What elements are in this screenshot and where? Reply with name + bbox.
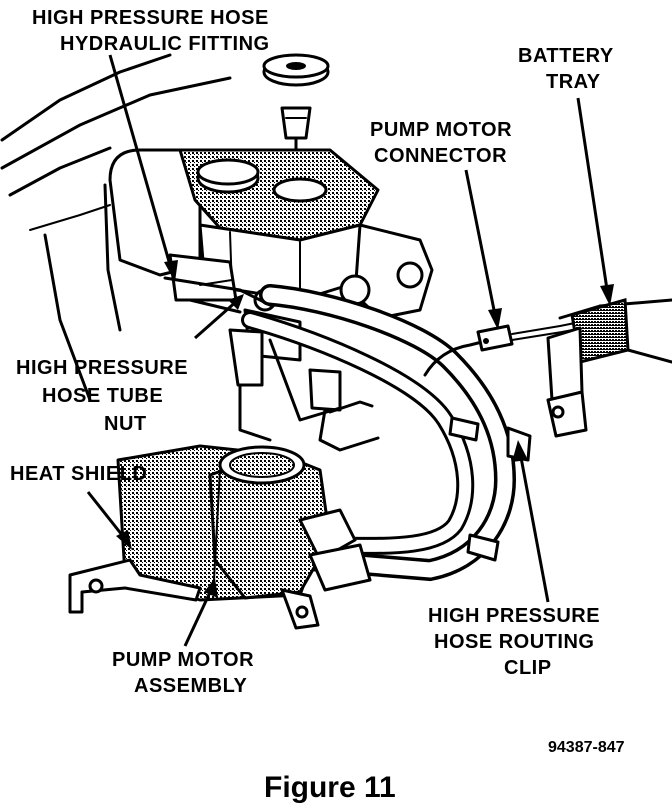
label-hydraulic-fitting-2: HYDRAULIC FITTING — [60, 33, 270, 55]
brake-lines — [163, 276, 272, 314]
label-routing-clip-1: HIGH PRESSURE — [428, 605, 600, 627]
label-tube-nut-1: HIGH PRESSURE — [16, 357, 188, 379]
pump-motor-assembly — [116, 444, 372, 602]
fender-outline — [0, 53, 232, 402]
label-pump-motor-assembly-2: ASSEMBLY — [134, 675, 247, 697]
part-number: 94387-847 — [548, 739, 625, 756]
label-routing-clip-3: CLIP — [504, 657, 552, 679]
label-battery-tray-1: BATTERY — [518, 45, 614, 67]
leader-lines — [86, 54, 614, 647]
label-heat-shield: HEAT SHIELD — [10, 463, 147, 485]
label-pump-motor-assembly-1: PUMP MOTOR — [112, 649, 254, 671]
figure-caption: Figure 11 — [264, 771, 396, 804]
label-battery-tray-2: TRAY — [546, 71, 601, 93]
label-pump-motor-connector-2: CONNECTOR — [374, 145, 507, 167]
mounting-bracket — [68, 558, 320, 630]
label-tube-nut-2: HOSE TUBE — [42, 385, 163, 407]
label-routing-clip-2: HOSE ROUTING — [434, 631, 594, 653]
label-hydraulic-fitting-1: HIGH PRESSURE HOSE — [32, 7, 269, 29]
reservoir-cap — [262, 53, 330, 164]
label-tube-nut-3: NUT — [104, 413, 147, 435]
master-cylinder — [108, 148, 380, 302]
battery-tray — [546, 298, 672, 438]
label-pump-motor-connector-1: PUMP MOTOR — [370, 119, 512, 141]
